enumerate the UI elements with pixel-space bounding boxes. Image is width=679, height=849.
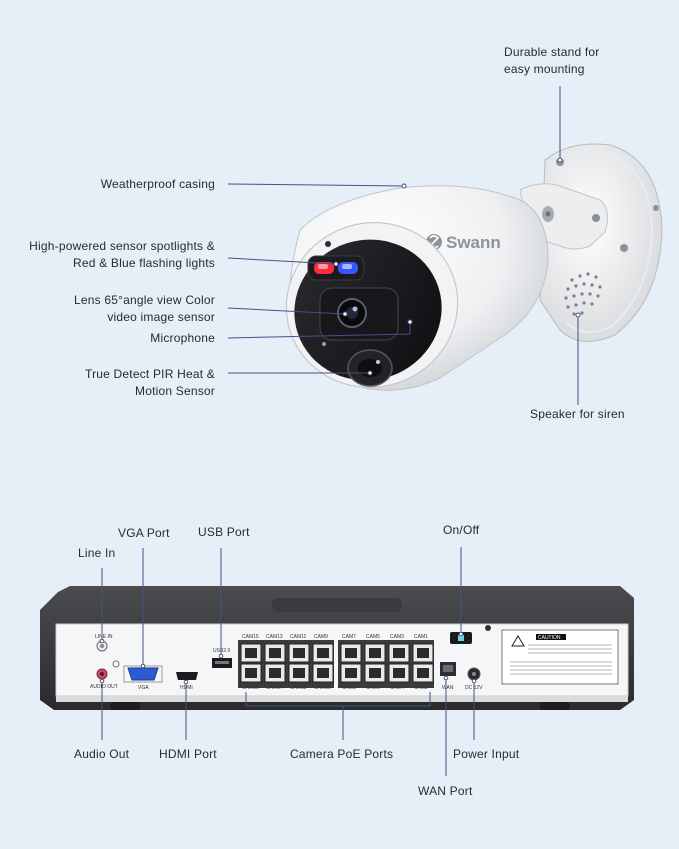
poe-port-icon	[240, 663, 262, 683]
cam-label-bottom: CAM12	[290, 685, 307, 691]
panel-line-in: LINE IN	[95, 634, 113, 640]
camera-callout-lines	[227, 86, 579, 405]
cam-label-top: CAM13	[266, 634, 283, 640]
label-hdmi: HDMI Port	[159, 747, 217, 761]
poe-port-socket	[269, 668, 281, 678]
brand-logo-text: Swann	[446, 233, 501, 252]
label-vga: VGA Port	[118, 526, 170, 540]
poe-port-icon	[412, 643, 434, 663]
cam-label-bottom: CAM16	[242, 685, 259, 691]
vga-port-icon	[127, 667, 159, 681]
poe-port-icon	[288, 663, 310, 683]
poe-port-socket	[345, 668, 357, 678]
poe-port-socket	[369, 648, 381, 658]
poe-port-socket	[293, 648, 305, 658]
poe-port-socket	[345, 648, 357, 658]
cam-label-top: CAM3	[390, 634, 404, 640]
poe-port-socket	[293, 668, 305, 678]
poe-port-socket	[269, 648, 281, 658]
label-audio-out: Audio Out	[74, 747, 130, 761]
poe-port-icon	[364, 643, 386, 663]
label-onoff: On/Off	[443, 523, 480, 537]
poe-port-socket	[393, 668, 405, 678]
panel-caution: CAUTION	[538, 635, 561, 641]
line-in-jack-icon	[96, 640, 108, 652]
poe-port-socket	[317, 668, 329, 678]
poe-port-socket	[417, 648, 429, 658]
label-casing: Weatherproof casing	[100, 177, 215, 191]
cam-label-bottom: CAM10	[314, 685, 331, 691]
poe-port-icon	[340, 663, 362, 683]
cam-label-bottom: CAM6	[366, 685, 380, 691]
cam-label-bottom: CAM8	[342, 685, 356, 691]
label-line-in: Line In	[78, 546, 116, 560]
cam-label-bottom: CAM2	[414, 685, 428, 691]
hdmi-port-icon	[176, 672, 198, 680]
panel-usb: USB2.0	[213, 648, 230, 654]
poe-port-icon	[312, 643, 334, 663]
poe-port-icon	[388, 643, 410, 663]
wan-port-icon	[440, 662, 456, 676]
camera-callout-dots	[333, 157, 581, 376]
label-lens: Lens 65°angle view Color video image sen…	[73, 293, 215, 324]
cam-label-top: CAM9	[314, 634, 328, 640]
nvr-body	[40, 586, 634, 710]
poe-port-icon	[388, 663, 410, 683]
poe-port-icon	[412, 663, 434, 683]
poe-port-socket	[245, 648, 257, 658]
panel-audio-out: AUDIO OUT	[90, 684, 118, 690]
panel-dc: DC 12V	[465, 685, 483, 691]
usb-port-icon	[212, 658, 232, 668]
poe-port-block	[238, 640, 434, 688]
power-input-icon	[467, 667, 481, 681]
poe-port-icon	[340, 643, 362, 663]
poe-port-icon	[364, 663, 386, 683]
poe-port-socket	[369, 668, 381, 678]
cam-label-top: CAM11	[290, 634, 307, 640]
power-switch-icon	[450, 632, 472, 644]
poe-port-icon	[288, 643, 310, 663]
label-microphone: Microphone	[150, 331, 215, 345]
cam-label-top: CAM7	[342, 634, 356, 640]
cam-label-top: CAM5	[366, 634, 380, 640]
cam-label-top: CAM1	[414, 634, 428, 640]
poe-port-socket	[317, 648, 329, 658]
label-poe: Camera PoE Ports	[290, 747, 394, 761]
poe-port-socket	[393, 648, 405, 658]
panel-vga: VGA	[138, 685, 149, 691]
label-stand: Durable stand for easy mounting	[504, 45, 600, 76]
camera-illustration: Swann	[227, 86, 663, 405]
speaker-grille	[564, 272, 602, 316]
label-speaker: Speaker for siren	[530, 407, 625, 421]
label-power: Power Input	[453, 747, 520, 761]
poe-port-socket	[245, 668, 257, 678]
nvr-callout-lines	[101, 547, 475, 776]
cam-label-bottom: CAM14	[266, 685, 283, 691]
label-wan: WAN Port	[418, 784, 473, 798]
label-spotlights: High-powered sensor spotlights & Red & B…	[29, 239, 215, 270]
poe-port-icon	[240, 643, 262, 663]
audio-out-jack-icon	[96, 668, 108, 680]
poe-port-icon	[264, 663, 286, 683]
label-pir: True Detect PIR Heat & Motion Sensor	[84, 367, 215, 398]
cam-label-bottom: CAM4	[390, 685, 404, 691]
cam-label-top: CAM15	[242, 634, 259, 640]
panel-hdmi: HDMI	[180, 685, 193, 691]
panel-wan: WAN	[442, 685, 454, 691]
poe-port-socket	[417, 668, 429, 678]
label-usb: USB Port	[198, 525, 250, 539]
caution-sticker	[501, 629, 619, 685]
poe-port-icon	[264, 643, 286, 663]
poe-port-icon	[312, 663, 334, 683]
